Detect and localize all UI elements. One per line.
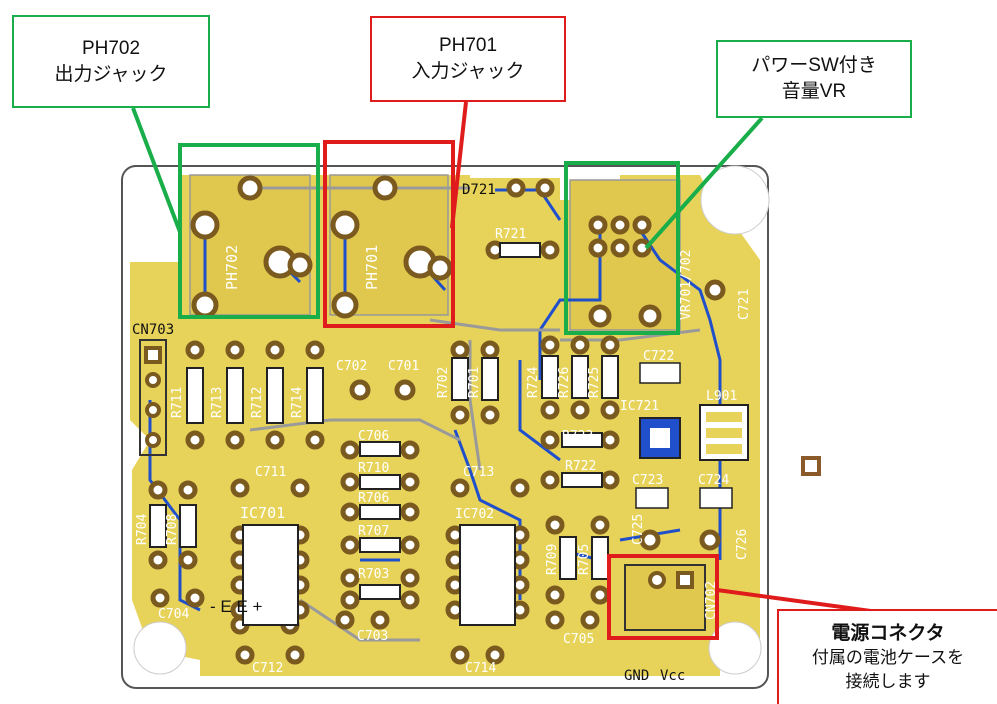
highlight-power-connector xyxy=(607,554,719,640)
pcb-label-r710: R710 xyxy=(358,461,389,476)
pcb-label-c713: C713 xyxy=(463,465,494,480)
c723-body xyxy=(635,487,669,509)
pcb-label-c725: C725 xyxy=(631,514,646,545)
pcb-label-r725: R725 xyxy=(587,367,602,398)
pcb-label-c703: C703 xyxy=(357,629,388,644)
mount-hole xyxy=(700,165,770,235)
pcb-label-r707: R707 xyxy=(358,524,389,539)
resistors xyxy=(149,242,619,600)
pcb-label-ph701: PH701 xyxy=(363,245,381,290)
callout-ph702-line1: PH702 xyxy=(81,37,141,59)
callout-ph701-line2: 入力ジャック xyxy=(411,61,525,82)
pcb-label-c721: C721 xyxy=(737,289,752,320)
callout-vr: パワーSW付き 音量VR xyxy=(716,40,912,118)
pcb-label-r722: R722 xyxy=(565,459,596,474)
loose-square-pad xyxy=(801,456,821,476)
callout-power-line2: 接続します xyxy=(845,671,931,691)
highlight-vr xyxy=(564,161,680,335)
pcb-label-c714: C714 xyxy=(465,661,496,676)
leader-vr xyxy=(644,116,764,250)
cn703-body xyxy=(139,339,167,456)
pcb-label-r726: R726 xyxy=(557,367,572,398)
pcb-label-c702: C702 xyxy=(336,359,367,374)
pcb-label-r704: R704 xyxy=(135,514,150,545)
pcb-label-ic721: IC721 xyxy=(620,399,659,414)
pcb-label-ic702: IC702 xyxy=(455,507,494,522)
pcb-label-ic701: IC701 xyxy=(240,504,285,522)
c722-body xyxy=(639,362,681,384)
pcb-label-r723: R723 xyxy=(562,429,593,444)
ic702-body xyxy=(459,524,516,626)
callout-ph702-line2: 出力ジャック xyxy=(54,63,168,85)
callout-ph701-line1: PH701 xyxy=(438,35,498,56)
pcb-label-e-pins: - E E + xyxy=(210,597,263,616)
highlight-ph701 xyxy=(323,140,455,328)
leader-power xyxy=(716,588,879,614)
callout-power-line1: 付属の電池ケースを xyxy=(811,647,965,667)
pcb-label-c726: C726 xyxy=(735,529,750,560)
mount-hole xyxy=(708,621,762,675)
pcb-label-c711: C711 xyxy=(255,465,286,480)
callout-ph701: PH701 入力ジャック xyxy=(370,16,566,102)
pcb-label-r724: R724 xyxy=(526,367,541,398)
pcb-label-vr701: VR701/702 xyxy=(679,250,694,320)
pcb-label-gnd: GND xyxy=(624,668,649,684)
pcb-label-r703: R703 xyxy=(358,567,389,582)
pcb-label-r708: R708 xyxy=(165,514,180,545)
pcb-label-r721: R721 xyxy=(495,227,526,242)
cn703-square-pad xyxy=(144,346,162,364)
mount-hole xyxy=(133,621,187,675)
callout-vr-line1: パワーSW付き xyxy=(751,55,877,76)
ic701-body xyxy=(242,524,299,626)
pcb-label-c724: C724 xyxy=(698,473,729,488)
callout-power: 電源コネクタ 付属の電池ケースを 接続します xyxy=(777,609,997,704)
pcb-label-ph702: PH702 xyxy=(223,245,241,290)
pcb-label-l901: L901 xyxy=(706,389,737,404)
pcb-label-c701: C701 xyxy=(388,359,419,374)
pcb-label-r701: R701 xyxy=(467,367,482,398)
leader-ph701 xyxy=(450,101,468,229)
pcb-label-c723: C723 xyxy=(632,473,663,488)
pcb-label-c712: C712 xyxy=(252,661,283,676)
pcb-label-r705: R705 xyxy=(577,544,592,575)
pcb-label-r711: R711 xyxy=(170,387,185,418)
leader-ph702 xyxy=(131,107,182,233)
pcb-label-c704: C704 xyxy=(158,607,189,622)
pcb-label-c722: C722 xyxy=(643,349,674,364)
c724-body xyxy=(699,487,733,509)
pcb-label-r713: R713 xyxy=(210,387,225,418)
pcb-label-cn703: CN703 xyxy=(132,322,174,338)
pads xyxy=(148,175,726,665)
pcb-label-d721: D721 xyxy=(462,182,496,198)
pcb-label-r709: R709 xyxy=(545,544,560,575)
callout-vr-line2: 音量VR xyxy=(781,81,847,102)
pcb-label-c705: C705 xyxy=(563,632,594,647)
callout-ph702: PH702 出力ジャック xyxy=(12,15,210,108)
pcb-label-r712: R712 xyxy=(250,387,265,418)
callout-power-title: 電源コネクタ xyxy=(831,622,945,644)
pcb-label-c706: C706 xyxy=(358,429,389,444)
pcb-label-r706: R706 xyxy=(358,491,389,506)
pcb-label-r714: R714 xyxy=(290,387,305,418)
pcb-label-r702: R702 xyxy=(436,367,451,398)
pcb-label-vcc: Vcc xyxy=(660,668,685,684)
